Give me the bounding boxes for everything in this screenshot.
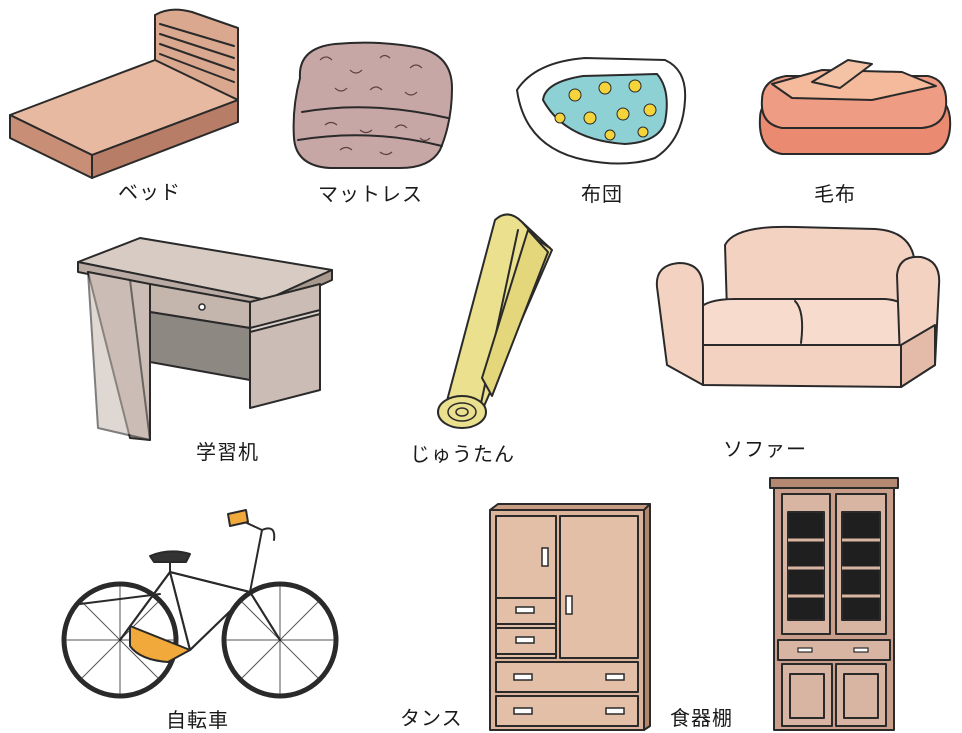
study-desk-label: 学習机 (196, 440, 259, 464)
study-desk-item: 学習机 (70, 230, 340, 470)
bed-label: ベッド (118, 180, 181, 204)
mattress-label: マットレス (318, 182, 423, 206)
mattress-illustration (292, 41, 453, 169)
futon-illustration (516, 57, 687, 165)
chest-illustration (489, 503, 651, 731)
cupboard-illustration (769, 477, 899, 731)
blanket-label: 毛布 (814, 182, 856, 206)
cupboard-item: 食器棚 (670, 474, 962, 733)
cupboard-label: 食器棚 (670, 706, 733, 730)
carpet-item: じゅうたん (400, 200, 570, 470)
blanket-illustration (758, 59, 952, 155)
futon-item: 布団 (505, 0, 695, 210)
sofa-item: ソファー (645, 215, 945, 465)
blanket-item: 毛布 (752, 0, 962, 210)
sofa-illustration (655, 225, 941, 388)
bicycle-label: 自転車 (166, 708, 229, 732)
study-desk-illustration (77, 237, 333, 441)
bed-illustration (9, 8, 239, 179)
bed-item: ベッド (0, 0, 250, 210)
bicycle-item: 自転車 (50, 500, 350, 733)
bicycle-illustration (61, 509, 339, 699)
sofa-label: ソファー (723, 437, 807, 461)
carpet-label: じゅうたん (410, 442, 515, 466)
chest-item: タンス (400, 500, 660, 733)
carpet-illustration (437, 213, 553, 429)
chest-label: タンス (400, 706, 463, 730)
futon-label: 布団 (581, 182, 623, 206)
mattress-item: マットレス (280, 0, 470, 210)
